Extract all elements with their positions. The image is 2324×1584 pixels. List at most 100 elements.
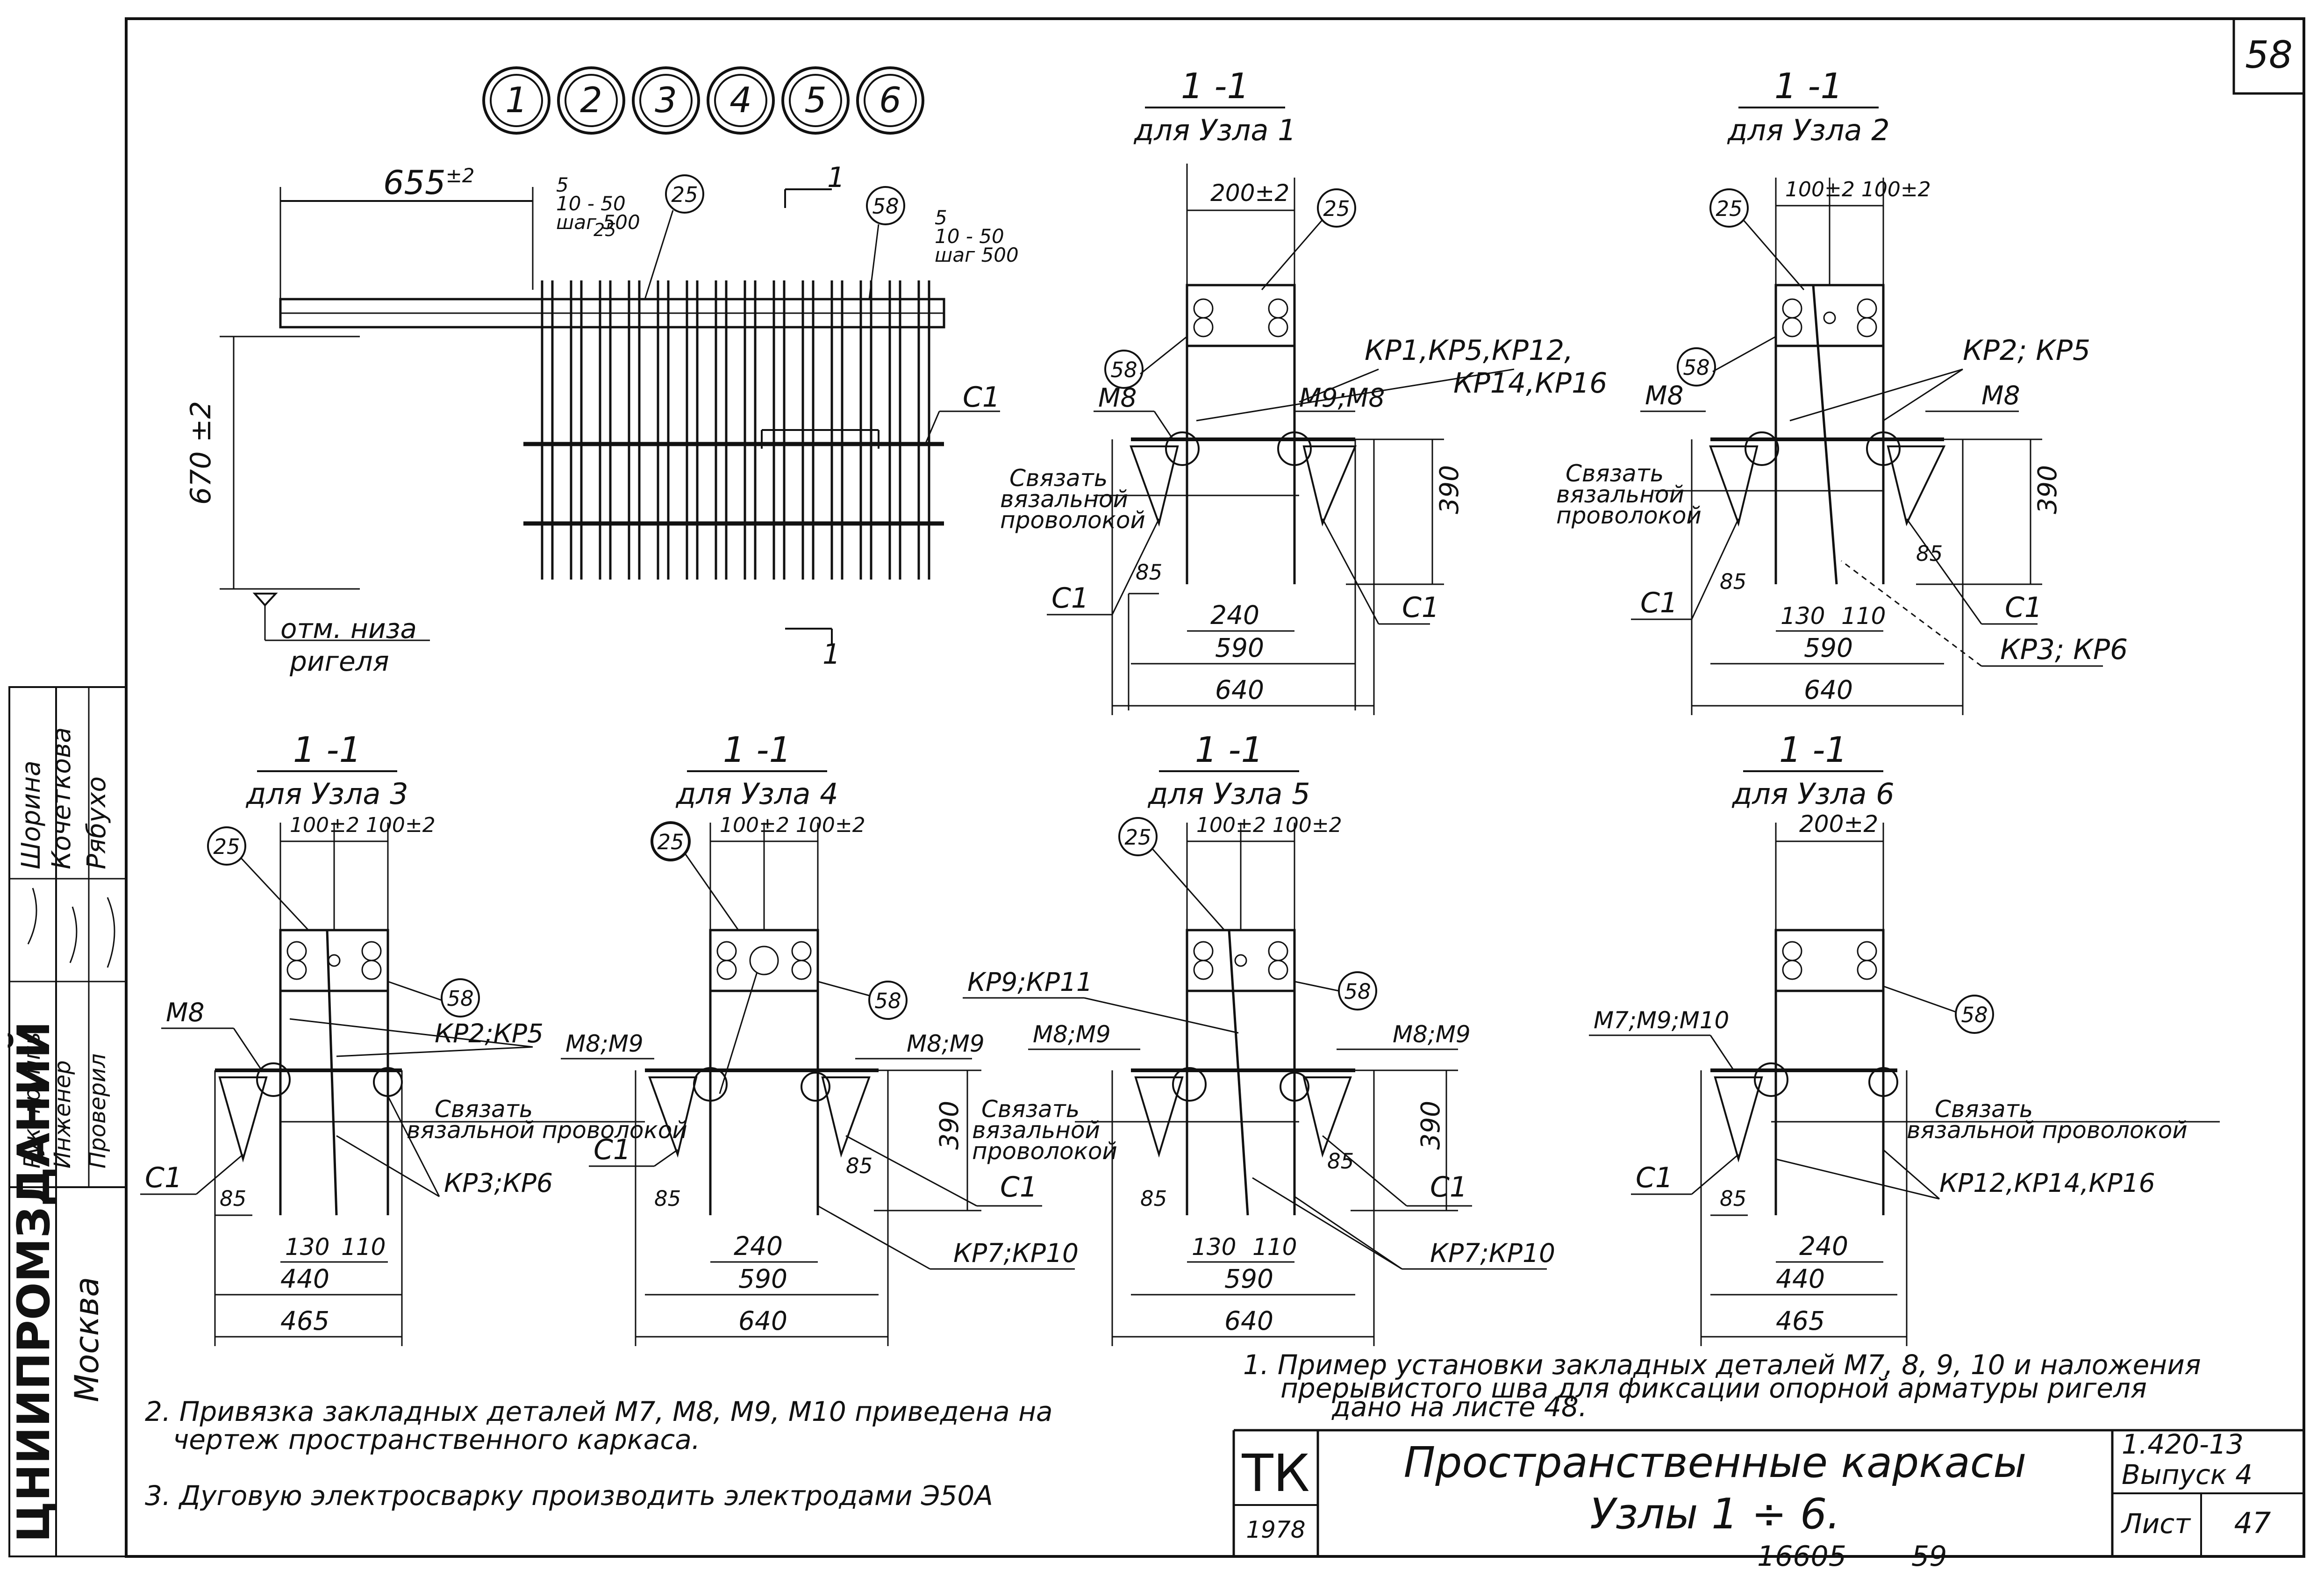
stamp-tk: ТК [1241,1443,1309,1503]
svg-text:КР3; КР6: КР3; КР6 [2000,633,2128,666]
svg-text:М8: М8 [1645,380,1683,410]
node-circle-2: 2 [557,66,625,135]
svg-text:М8;М9: М8;М9 [1393,1021,1471,1048]
svg-text:85: 85 [1327,1149,1354,1174]
note-2: 2. Привязка закладных деталей М7, М8, М9… [145,1396,1061,1455]
svg-text:М7;М9;М10: М7;М9;М10 [1594,1007,1729,1034]
svg-text:390: 390 [2032,465,2062,514]
svg-text:25: 25 [1124,825,1151,850]
section-title-3: 1 -1 для Узла 3 [245,729,408,811]
svg-text:58: 58 [1961,1003,1988,1027]
svg-text:С1: С1 [2005,591,2042,624]
callout-25 [665,174,704,214]
node-circle-4: 4 [707,66,775,135]
section-subtitle-text: для Узла 3 [245,777,408,811]
callout-58 [866,186,905,225]
section-mark-bottom: 1 [785,628,840,671]
svg-text:390: 390 [934,1101,964,1150]
svg-text:590: 590 [738,1264,787,1294]
svg-text:КР12,КР14,КР16: КР12,КР14,КР16 [1939,1168,2155,1198]
svg-text:110: 110 [1841,602,1886,630]
svg-text:КР7;КР10: КР7;КР10 [953,1238,1079,1268]
dim-length: 655±2 [383,164,475,202]
node-circle-label: 6 [879,79,901,121]
dim-height: 670 ±2 [185,401,217,505]
dim-25: 25 [594,220,616,240]
vertical-bar [888,280,901,580]
vertical-bar [686,280,699,580]
svg-text:КР2;КР5: КР2;КР5 [435,1018,543,1048]
node-circle-6: 6 [856,66,924,135]
svg-text:25: 25 [671,182,698,207]
svg-text:М9;М8: М9;М8 [1299,383,1385,413]
svg-text:Рук. группы: Рук. группы [19,1027,45,1168]
s1-top-dim: 200±2 [1210,179,1289,207]
svg-text:25: 25 [1716,196,1742,221]
svg-text:130: 130 [1192,1233,1236,1261]
svg-text:590: 590 [1804,633,1853,663]
page-number-bottom: 59 [1911,1540,1947,1573]
section-title-text: 1 -1 [1181,65,1249,107]
level-mark: отм. низа ригеля [252,593,430,677]
svg-text:440: 440 [1776,1264,1825,1294]
section-node-2: 100±2 100±2 25 58 КР2; КР5 М8 М8 Связать… [1556,178,2128,715]
vertical-bar [917,280,930,580]
svg-text:Шорина: Шорина [16,760,46,869]
svg-text:640: 640 [738,1306,787,1336]
svg-text:100±2 100±2: 100±2 100±2 [1196,813,1342,837]
svg-text:85: 85 [1720,1186,1746,1211]
vertical-bar [541,280,554,580]
node-circle-5: 5 [781,66,850,135]
stamp-issue: Выпуск 4 [2122,1459,2252,1491]
svg-text:440: 440 [280,1264,329,1294]
section-title-text: 1 -1 [293,729,361,770]
section-mark-top: 1 [784,161,845,208]
svg-text:С1: С1 [1051,582,1089,615]
vertical-bar [570,280,583,580]
svg-text:240: 240 [1210,600,1259,630]
s1-kr-label: КР1,КР5,КР12, [1365,334,1573,367]
svg-text:М8: М8 [1098,383,1137,413]
svg-text:58: 58 [447,986,473,1011]
vertical-bar [657,280,670,580]
stamp-sheet-label: Лист [2121,1508,2191,1540]
svg-text:Рябухо: Рябухо [81,776,111,869]
svg-text:ригеля: ригеля [289,645,389,677]
svg-text:240: 240 [734,1231,783,1261]
svg-text:58: 58 [1683,355,1709,380]
section-subtitle-text: для Узла 1 [1133,113,1296,147]
section-title-text: 1 -1 [1195,729,1263,770]
svg-text:С1: С1 [1000,1171,1037,1204]
stamp-title-1: Пространственные каркасы [1404,1438,2027,1487]
stamp-sheet-number: 47 [2234,1506,2271,1540]
section-title-text: 1 -1 [1779,729,1847,770]
svg-text:КР9;КР11: КР9;КР11 [967,967,1093,997]
svg-text:М8: М8 [1981,380,2020,410]
side-city: Москва [68,1277,106,1402]
svg-text:100±2 100±2: 100±2 100±2 [290,813,436,837]
section-node-1: 200±2 25 58 КР1,КР5,КР12, КР14,КР16 М8 М… [1000,164,1607,715]
svg-text:С1: С1 [594,1133,631,1166]
node-circle-label: 3 [655,79,677,121]
svg-text:Кочеткова: Кочеткова [46,727,76,869]
svg-text:М8;М9: М8;М9 [1033,1021,1111,1048]
stamp-title-2: Узлы 1 ÷ 6. [1590,1490,1840,1539]
svg-text:М8;М9: М8;М9 [565,1030,644,1057]
svg-text:58: 58 [1344,979,1371,1004]
svg-text:1: 1 [827,161,845,194]
stamp-code: 1.420-13 [2122,1428,2244,1460]
section-subtitle-text: для Узла 2 [1727,113,1889,147]
svg-text:58: 58 [874,989,901,1013]
svg-text:М8: М8 [166,997,204,1027]
sheet-number: 58 [2245,33,2293,77]
svg-text:С1: С1 [1430,1171,1467,1204]
note-1: 1. Пример установки закладных деталей М7… [1243,1349,2210,1423]
